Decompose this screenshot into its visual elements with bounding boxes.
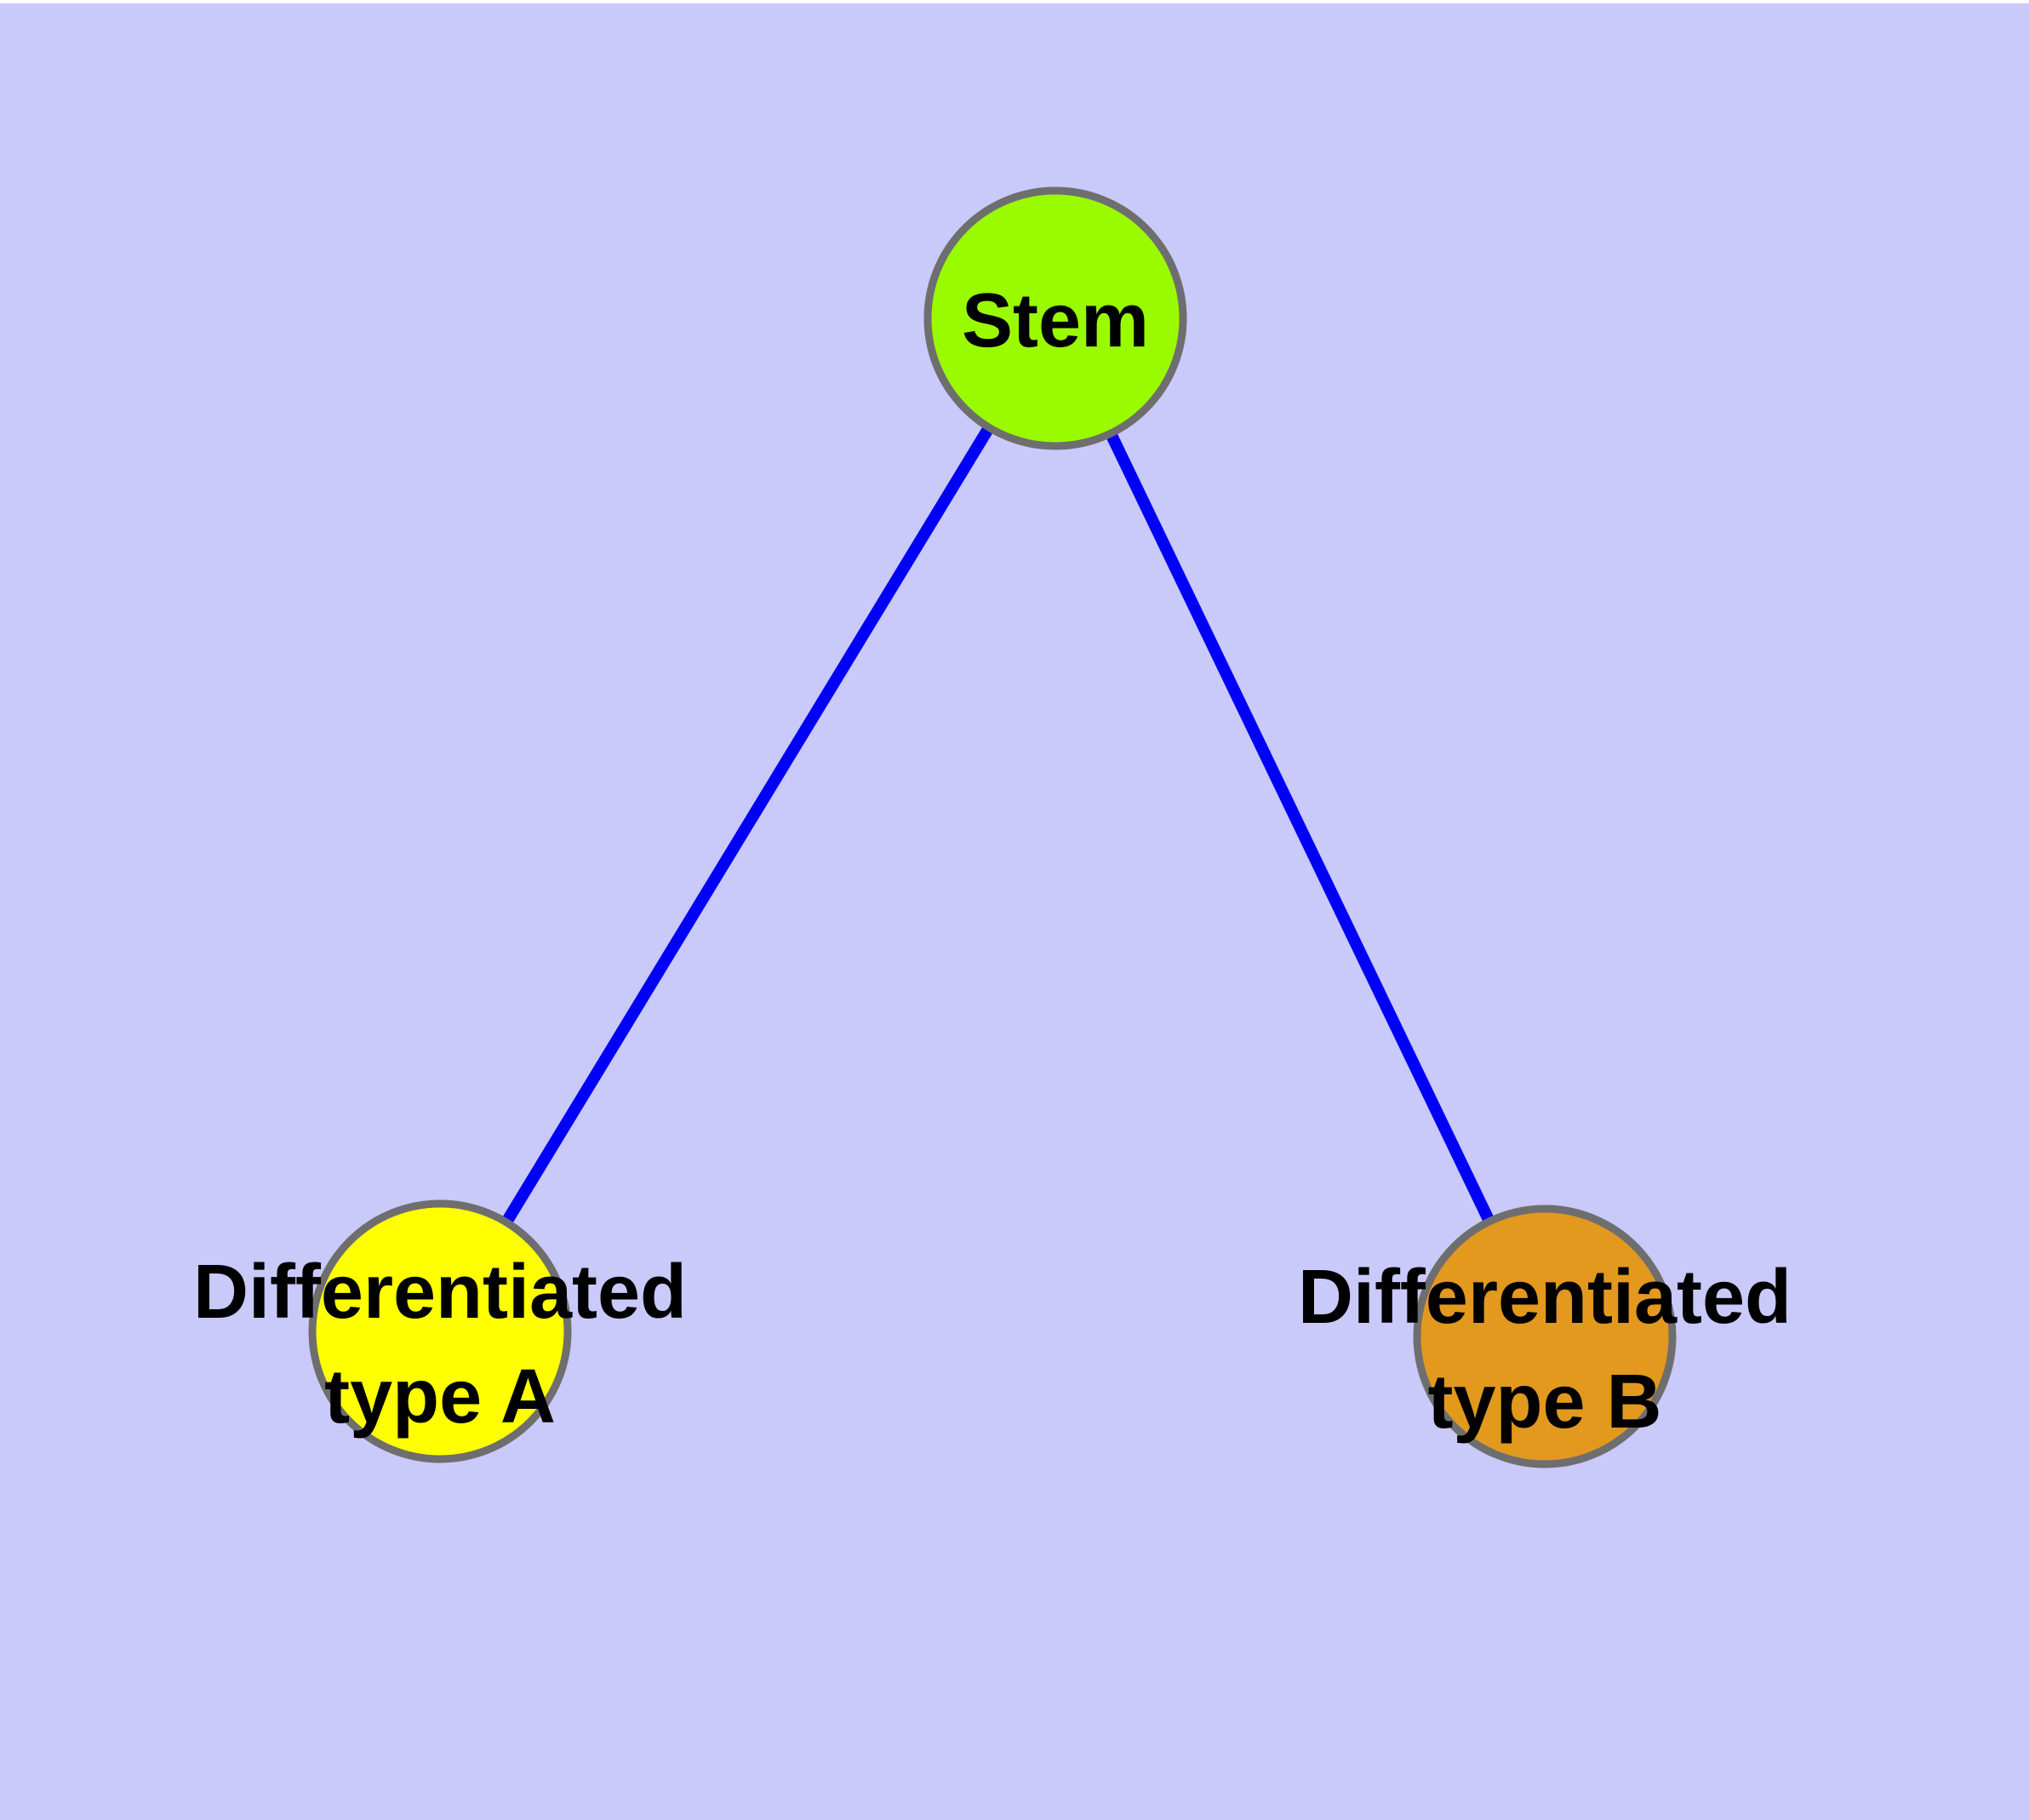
- node-diff-a-circle: [308, 1199, 572, 1463]
- node-diff-b-circle: [1413, 1205, 1677, 1468]
- node-diff-a-label-line1: Differentiated: [193, 1250, 687, 1335]
- edge-stem-diff-b: [1049, 315, 1551, 1340]
- node-diff-b-label-line2: type B: [1427, 1359, 1661, 1445]
- node-diff-a-label-line2: type A: [324, 1354, 556, 1439]
- node-diff-b-label-line1: Differentiated: [1298, 1255, 1792, 1340]
- edge-stem-diff-a: [435, 315, 1060, 1335]
- node-stem-circle: [923, 186, 1187, 450]
- node-stem-label: Stem: [962, 278, 1149, 363]
